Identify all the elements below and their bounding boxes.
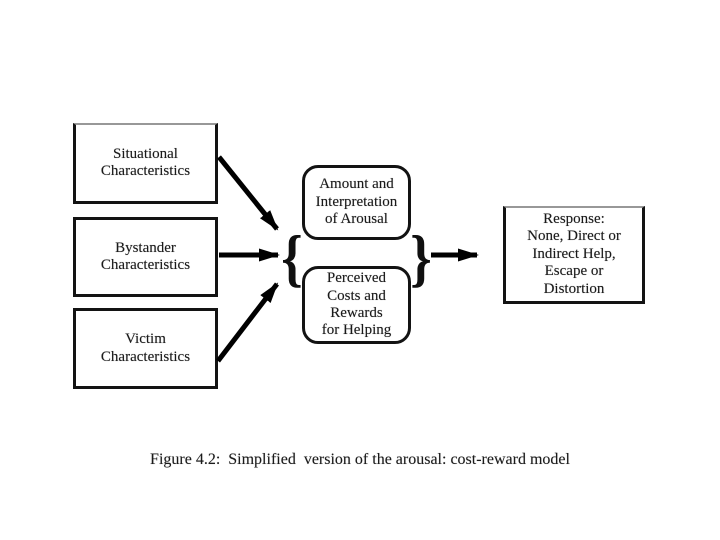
victim-characteristics-label: Victim Characteristics bbox=[100, 331, 191, 365]
figure-caption: Figure 4.2: Simplified version of the ar… bbox=[150, 451, 570, 468]
costs-rewards-box: Perceived Costs and Rewards for Helping bbox=[302, 266, 411, 344]
victim-characteristics-box: Victim Characteristics bbox=[73, 308, 218, 389]
response-box: Response: None, Direct or Indirect Help,… bbox=[503, 206, 645, 304]
right-brace-glyph: } bbox=[410, 222, 432, 293]
situational-characteristics-label: Situational Characteristics bbox=[100, 145, 191, 179]
bystander-characteristics-box: Bystander Characteristics bbox=[73, 217, 218, 297]
situational-characteristics-box: Situational Characteristics bbox=[73, 123, 218, 204]
response-label: Response: None, Direct or Indirect Help,… bbox=[527, 211, 621, 297]
left-brace-glyph: { bbox=[281, 222, 303, 293]
arrow-situational-to-center bbox=[217, 155, 279, 231]
bystander-characteristics-label: Bystander Characteristics bbox=[100, 239, 191, 273]
costs-rewards-label: Perceived Costs and Rewards for Helping bbox=[321, 270, 392, 339]
arrow-victim-to-center bbox=[216, 282, 279, 363]
arousal-label: Amount and Interpretation of Arousal bbox=[315, 176, 398, 228]
arousal-box: Amount and Interpretation of Arousal bbox=[302, 165, 411, 240]
